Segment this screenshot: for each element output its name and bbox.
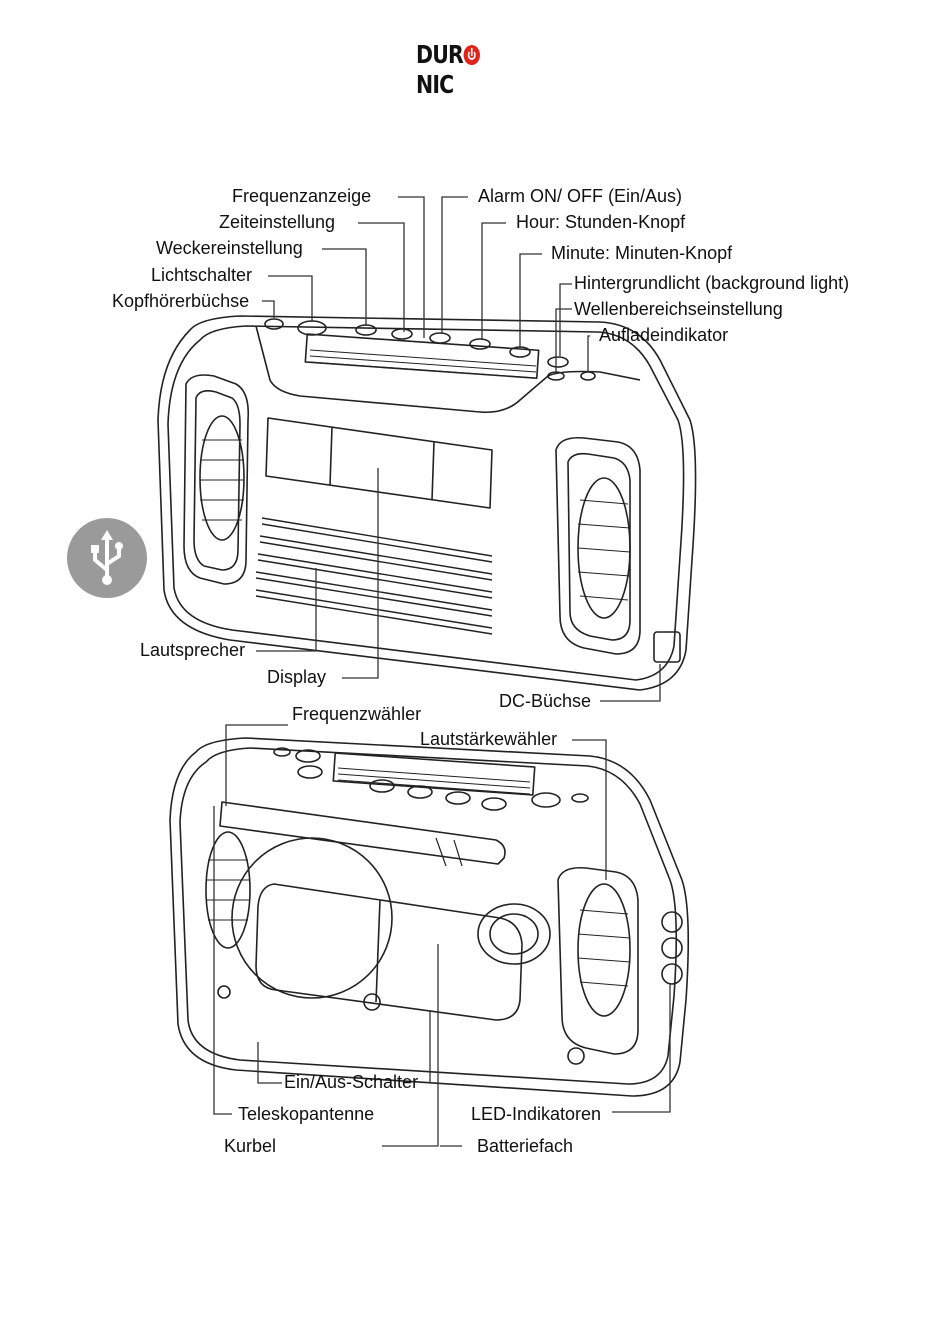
logo-text-left: DUR <box>416 40 464 69</box>
label-teleskopantenne: Teleskopantenne <box>238 1104 375 1124</box>
logo-text-right: NIC <box>416 70 454 99</box>
label-dc-buchse: DC-Büchse <box>499 691 592 711</box>
label-wellenbereich: Wellenbereichseinstellung <box>574 299 783 319</box>
label-lautstaerkewaehler: Lautstärkewähler <box>420 729 558 749</box>
label-batteriefach: Batteriefach <box>477 1136 574 1156</box>
label-ein-aus-schalter: Ein/Aus-Schalter <box>284 1072 419 1092</box>
radio-front-view <box>157 315 697 691</box>
label-display: Display <box>267 667 327 687</box>
label-lichtschalter: Lichtschalter <box>151 265 253 285</box>
label-minute: Minute: Minuten-Knopf <box>551 243 733 263</box>
label-aufladeindikator: Aufladeindikator <box>599 325 729 345</box>
power-icon <box>463 45 481 65</box>
leader-lines <box>213 196 671 1147</box>
label-frequenzwaehler: Frequenzwähler <box>292 704 422 724</box>
label-kopfhoererbuchse: Kopfhörerbüchse <box>112 291 250 311</box>
label-kurbel: Kurbel <box>224 1136 277 1156</box>
label-lautsprecher: Lautsprecher <box>140 640 246 660</box>
label-hintergrundlicht: Hintergrundlicht (background light) <box>574 273 850 293</box>
label-hour: Hour: Stunden-Knopf <box>516 212 686 232</box>
label-weckereinstellung: Weckereinstellung <box>156 238 303 258</box>
duronic-logo: DURNIC <box>416 40 500 99</box>
label-zeiteinstellung: Zeiteinstellung <box>219 212 336 232</box>
radio-back-view <box>169 737 690 1097</box>
label-alarm: Alarm ON/ OFF (Ein/Aus) <box>478 186 683 206</box>
label-led-indikatoren: LED-Indikatoren <box>471 1104 602 1124</box>
label-frequenzanzeige: Frequenzanzeige <box>232 186 372 206</box>
usb-icon <box>67 518 147 598</box>
